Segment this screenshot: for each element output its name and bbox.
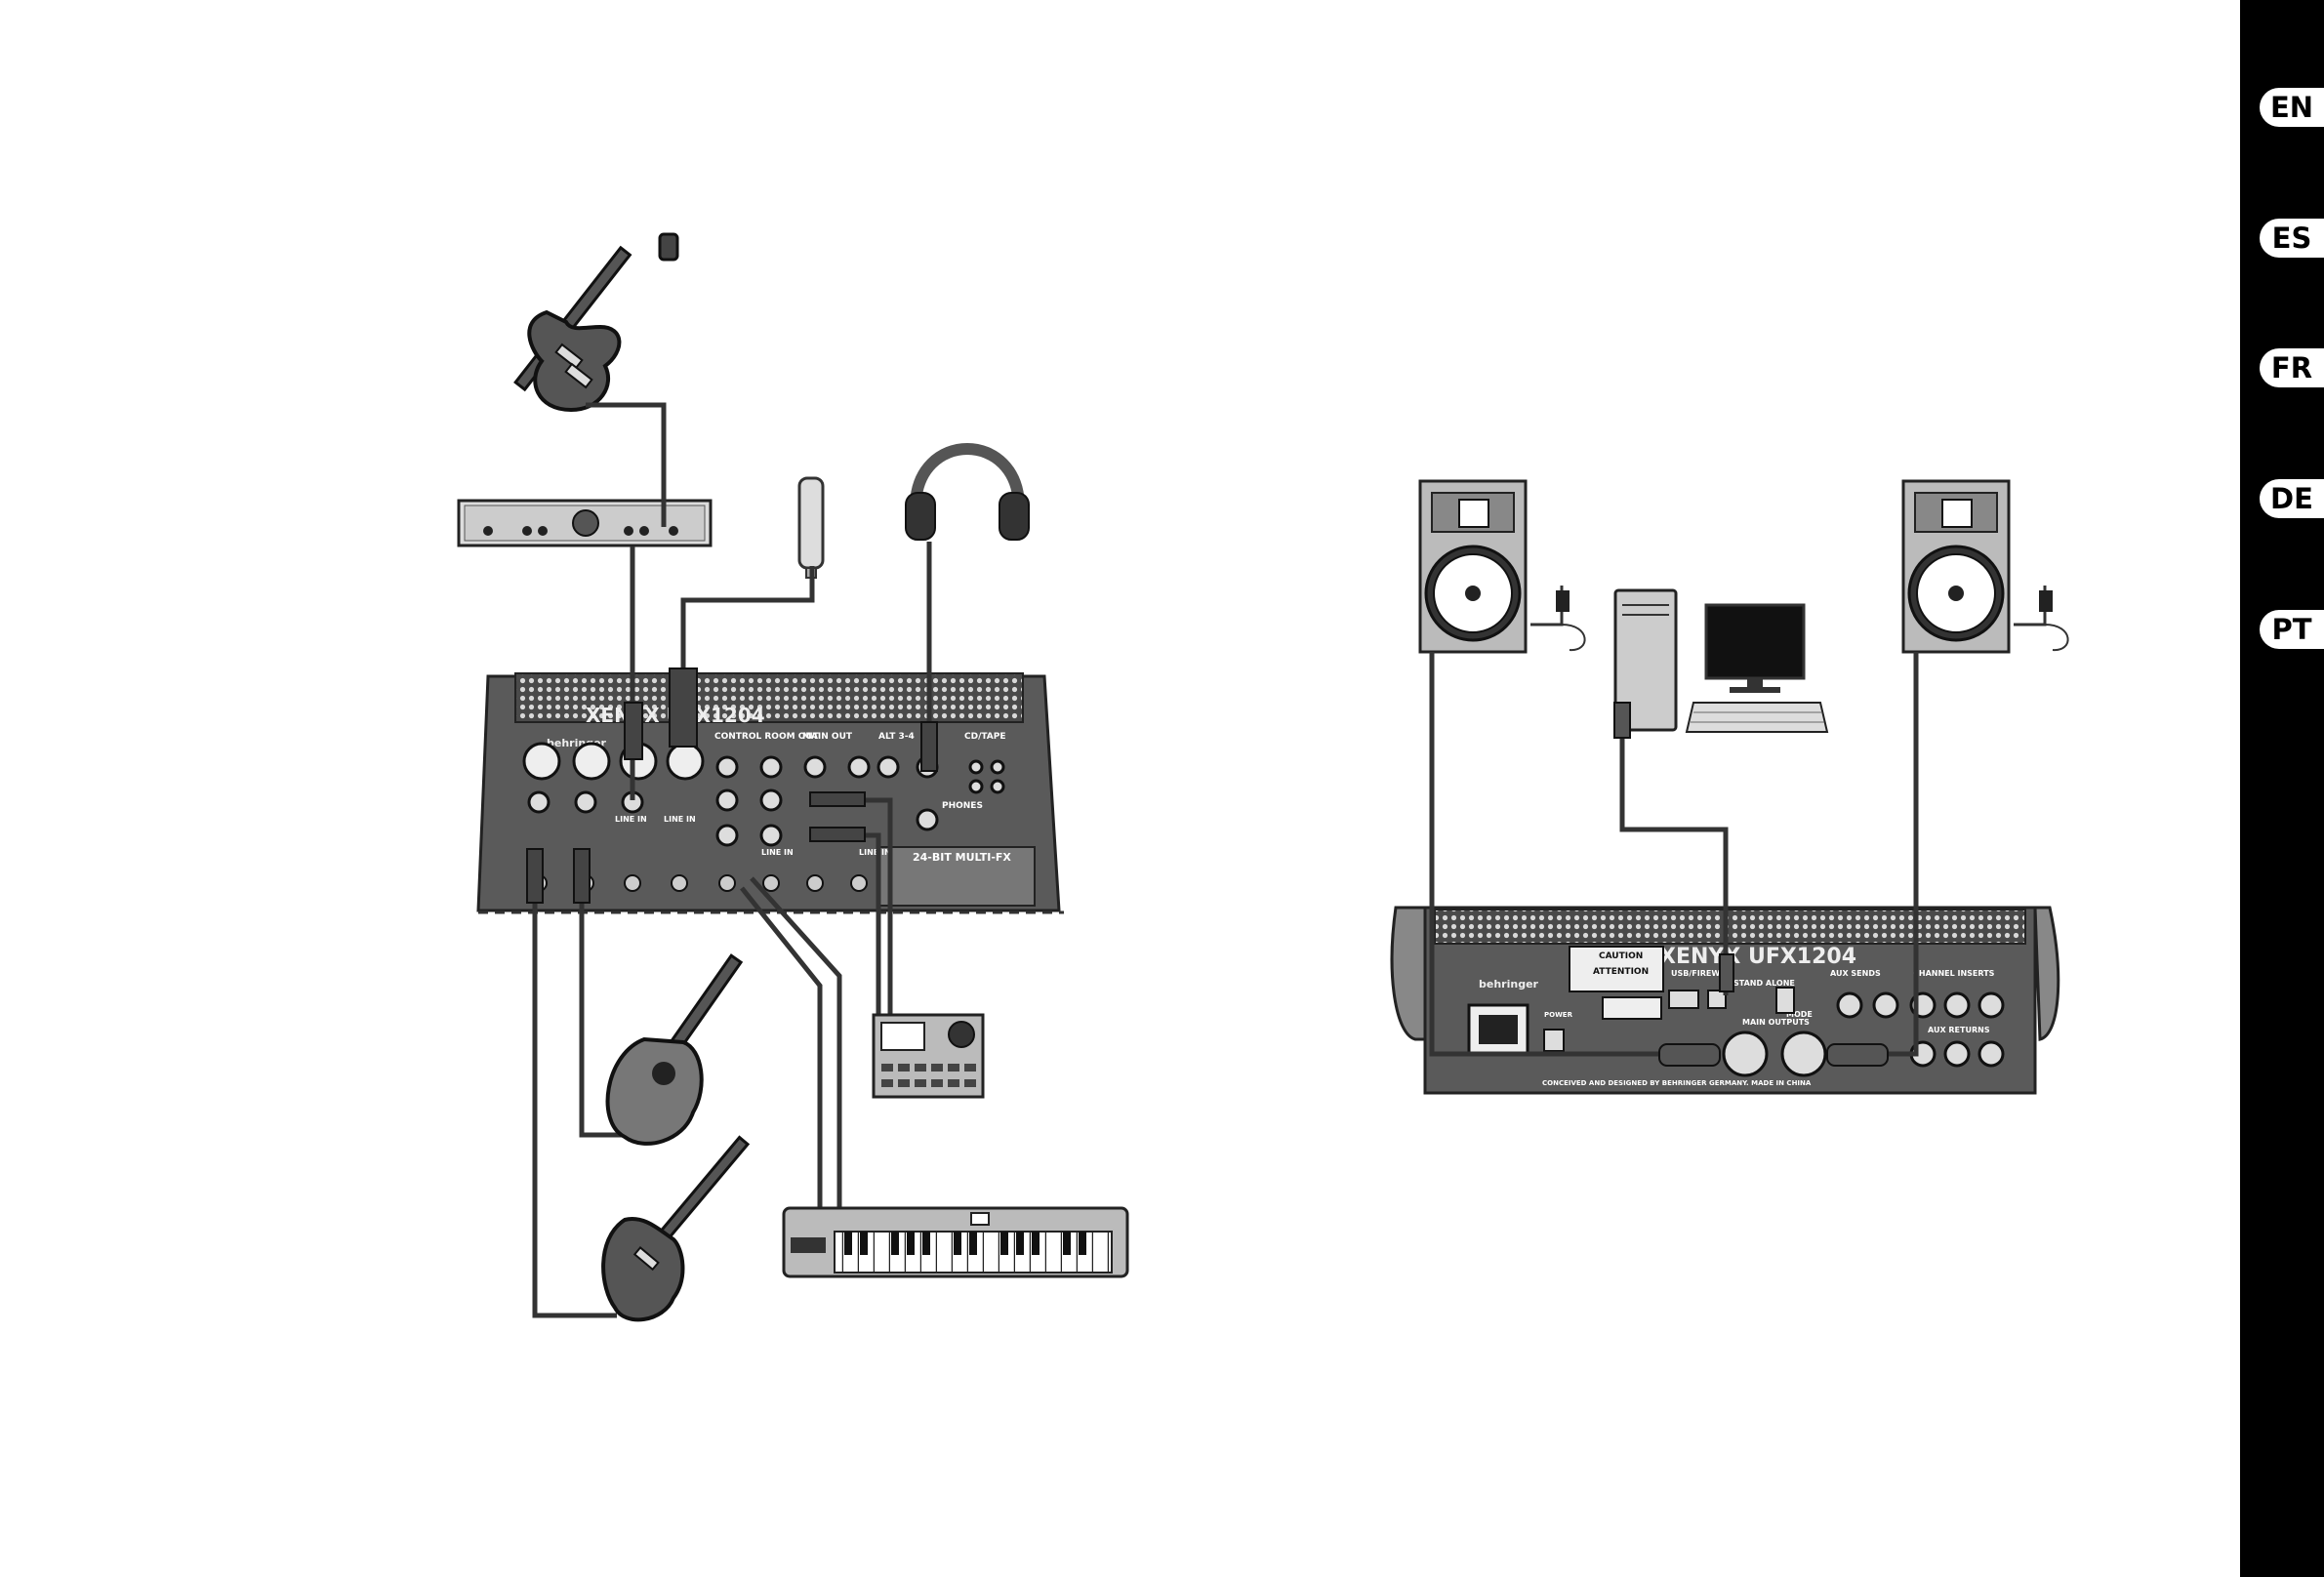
- language-tab-fr[interactable]: FR: [2260, 348, 2324, 387]
- right-monitor-speaker: [1901, 479, 2069, 654]
- main-outputs-label: MAIN OUTPUTS: [1742, 1018, 1810, 1027]
- rear-mixer-panel: XENYX UFX1204 behringer CAUTION ATTENTIO…: [1390, 906, 2060, 1095]
- usb-firewire-label: USB/FIREWIRE: [1671, 969, 1734, 978]
- power-label: POWER: [1544, 1011, 1573, 1019]
- computer-tower-icon: [1613, 588, 1678, 732]
- front-line-in-label-3: LINE IN: [761, 848, 794, 857]
- front-alt-label: ALT 3-4: [878, 732, 915, 742]
- keyboard-icon: [782, 1206, 1129, 1278]
- left-monitor-speaker: [1418, 479, 1586, 654]
- channel-inserts-label: CHANNEL INSERTS: [1913, 969, 1995, 978]
- computer-monitor-icon: [1685, 603, 1829, 733]
- front-cd-tape-label: CD/TAPE: [964, 732, 1006, 742]
- rear-mixer-model: XENYX UFX1204: [1659, 945, 1856, 969]
- front-phones-label: PHONES: [942, 801, 983, 811]
- language-sidebar: EN ES FR DE PT: [2240, 0, 2324, 1577]
- language-tab-en[interactable]: EN: [2260, 88, 2324, 127]
- front-line-in-label-1: LINE IN: [615, 815, 647, 824]
- front-fx-label: 24-BIT MULTI-FX: [913, 851, 1011, 864]
- guitar-preamp-rack: [457, 499, 713, 547]
- caution-label: CAUTION: [1599, 951, 1643, 961]
- mode-label: MODE: [1786, 1010, 1813, 1019]
- electric-guitar-icon: [513, 232, 679, 413]
- rear-mixer-brand: behringer: [1479, 978, 1539, 991]
- microphone-icon: [797, 476, 825, 579]
- language-tab-de[interactable]: DE: [2260, 479, 2324, 518]
- drum-machine-icon: [872, 1013, 985, 1099]
- front-line-in-label-4: LINE IN: [859, 848, 891, 857]
- bass-guitar-icon: [601, 1135, 751, 1322]
- aux-returns-label: AUX RETURNS: [1928, 1026, 1990, 1034]
- stand-alone-label: STAND ALONE: [1733, 979, 1795, 988]
- front-mixer-panel: XENYX UFX1204 behringer: [476, 672, 1064, 914]
- language-tab-pt[interactable]: PT: [2260, 610, 2324, 649]
- front-main-out-label: MAIN OUT: [802, 732, 853, 742]
- attention-label: ATTENTION: [1593, 967, 1649, 977]
- acoustic-guitar-icon: [605, 953, 744, 1146]
- front-cables: [532, 402, 932, 1318]
- aux-sends-label: AUX SENDS: [1830, 969, 1881, 978]
- rear-footer: CONCEIVED AND DESIGNED BY BEHRINGER GERM…: [1542, 1079, 1812, 1087]
- front-control-room-label: CONTROL ROOM OUT: [714, 732, 820, 742]
- headphones-icon: [905, 443, 1030, 541]
- language-tab-es[interactable]: ES: [2260, 219, 2324, 258]
- connection-diagram: XENYX UFX1204 behringer: [457, 232, 2069, 1322]
- front-line-in-label-2: LINE IN: [664, 815, 696, 824]
